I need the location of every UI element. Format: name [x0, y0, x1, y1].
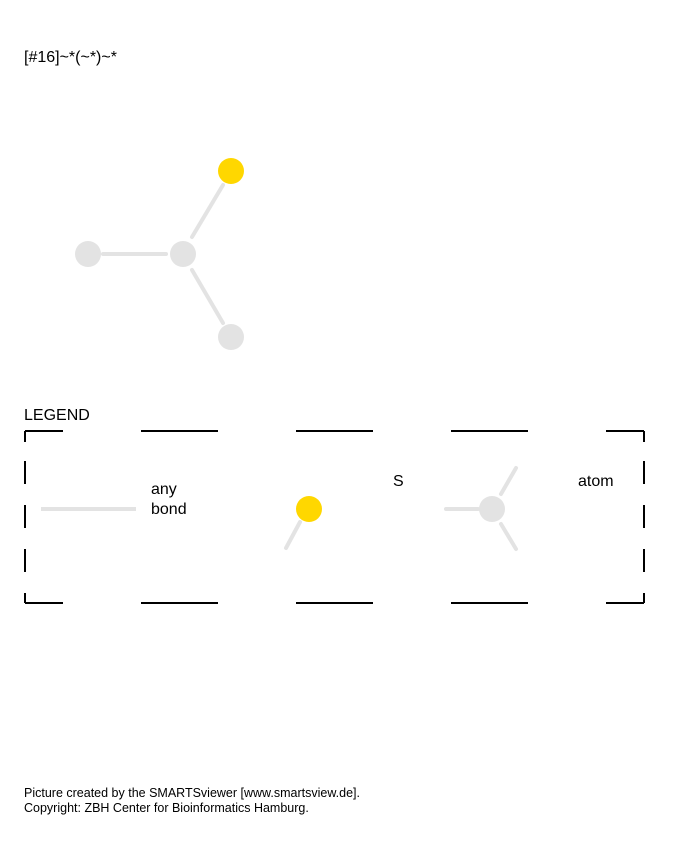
atom-any-left: [75, 241, 101, 267]
smarts-pattern: [#16]~*(~*)~*: [24, 49, 117, 66]
legend-sulfur-atom-circle: [296, 496, 322, 522]
legend-item-sulfur-atom: S: [284, 473, 404, 550]
legend-title: LEGEND: [24, 407, 90, 424]
footer-line-2: Copyright: ZBH Center for Bioinformatics…: [24, 801, 309, 815]
legend-sulfur-bond-stub: [284, 520, 302, 550]
legend-atom-label: atom: [578, 473, 614, 490]
atom-sulfur: [218, 158, 244, 184]
bond-c1-s1: [190, 183, 225, 239]
legend-atom-bond-up: [499, 466, 518, 496]
footer-credits: Picture created by the SMARTSviewer [www…: [24, 786, 360, 816]
bond-c1-a2: [190, 268, 225, 325]
legend-any-bond-label-1: any: [151, 481, 177, 498]
legend-item-any-bond: any bond: [41, 481, 187, 518]
legend-atom-bond-down: [499, 522, 518, 551]
legend-sulfur-label: S: [393, 473, 404, 490]
legend-border: [24, 430, 645, 604]
legend-any-bond-label-2: bond: [151, 501, 187, 518]
atom-any-center: [170, 241, 196, 267]
legend-any-atom-circle: [479, 496, 505, 522]
molecule-structure: [75, 158, 244, 350]
atom-any-bottom: [218, 324, 244, 350]
footer-line-1: Picture created by the SMARTSviewer [www…: [24, 786, 360, 800]
legend-item-any-atom: atom: [444, 466, 614, 551]
